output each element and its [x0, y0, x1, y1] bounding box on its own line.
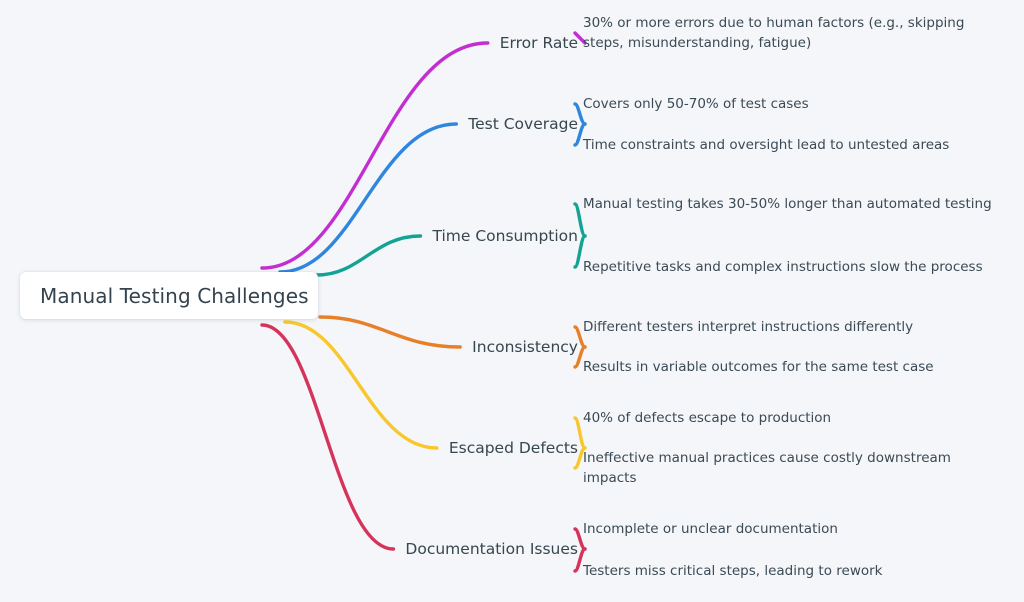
- central-node-label: Manual Testing Challenges: [40, 283, 309, 308]
- branch-connector: [278, 122, 458, 274]
- branch-connector: [318, 315, 462, 349]
- leaf-6-1[interactable]: Incomplete or unclear documentation: [583, 521, 838, 537]
- leaf-3-2[interactable]: Repetitive tasks and complex instruction…: [583, 259, 983, 275]
- leaf-2-2[interactable]: Time constraints and oversight lead to u…: [583, 137, 950, 153]
- branch-connector: [573, 547, 587, 573]
- branch-node-4[interactable]: Inconsistency: [472, 338, 578, 356]
- branch-connector: [260, 41, 490, 270]
- branch-connector: [260, 323, 396, 551]
- leaf-5-2[interactable]: Ineffective manual practices cause costl…: [583, 450, 951, 486]
- leaf-2-1[interactable]: Covers only 50-70% of test cases: [583, 96, 809, 112]
- branch-node-1[interactable]: Error Rate: [499, 34, 578, 52]
- branch-connector: [573, 446, 587, 470]
- leaf-4-2[interactable]: Results in variable outcomes for the sam…: [583, 359, 934, 375]
- leaf-1-1[interactable]: 30% or more errors due to human factors …: [583, 15, 965, 51]
- central-node[interactable]: Manual Testing Challenges: [20, 272, 318, 319]
- branch-node-3[interactable]: Time Consumption: [432, 227, 578, 245]
- leaf-3-1[interactable]: Manual testing takes 30-50% longer than …: [583, 196, 992, 212]
- leaf-5-1[interactable]: 40% of defects escape to production: [583, 410, 832, 426]
- leaf-6-2[interactable]: Testers miss critical steps, leading to …: [583, 563, 883, 579]
- branch-node-6[interactable]: Documentation Issues: [405, 540, 578, 558]
- branch-connector: [283, 320, 439, 450]
- branch-connector: [573, 122, 587, 147]
- branch-connector: [573, 31, 587, 45]
- branch-connector: [573, 234, 587, 269]
- branch-node-5[interactable]: Escaped Defects: [448, 439, 578, 457]
- branch-connector: [315, 234, 423, 277]
- branch-node-2[interactable]: Test Coverage: [468, 115, 578, 133]
- leaf-4-1[interactable]: Different testers interpret instructions…: [583, 319, 914, 335]
- branch-connector: [573, 345, 587, 369]
